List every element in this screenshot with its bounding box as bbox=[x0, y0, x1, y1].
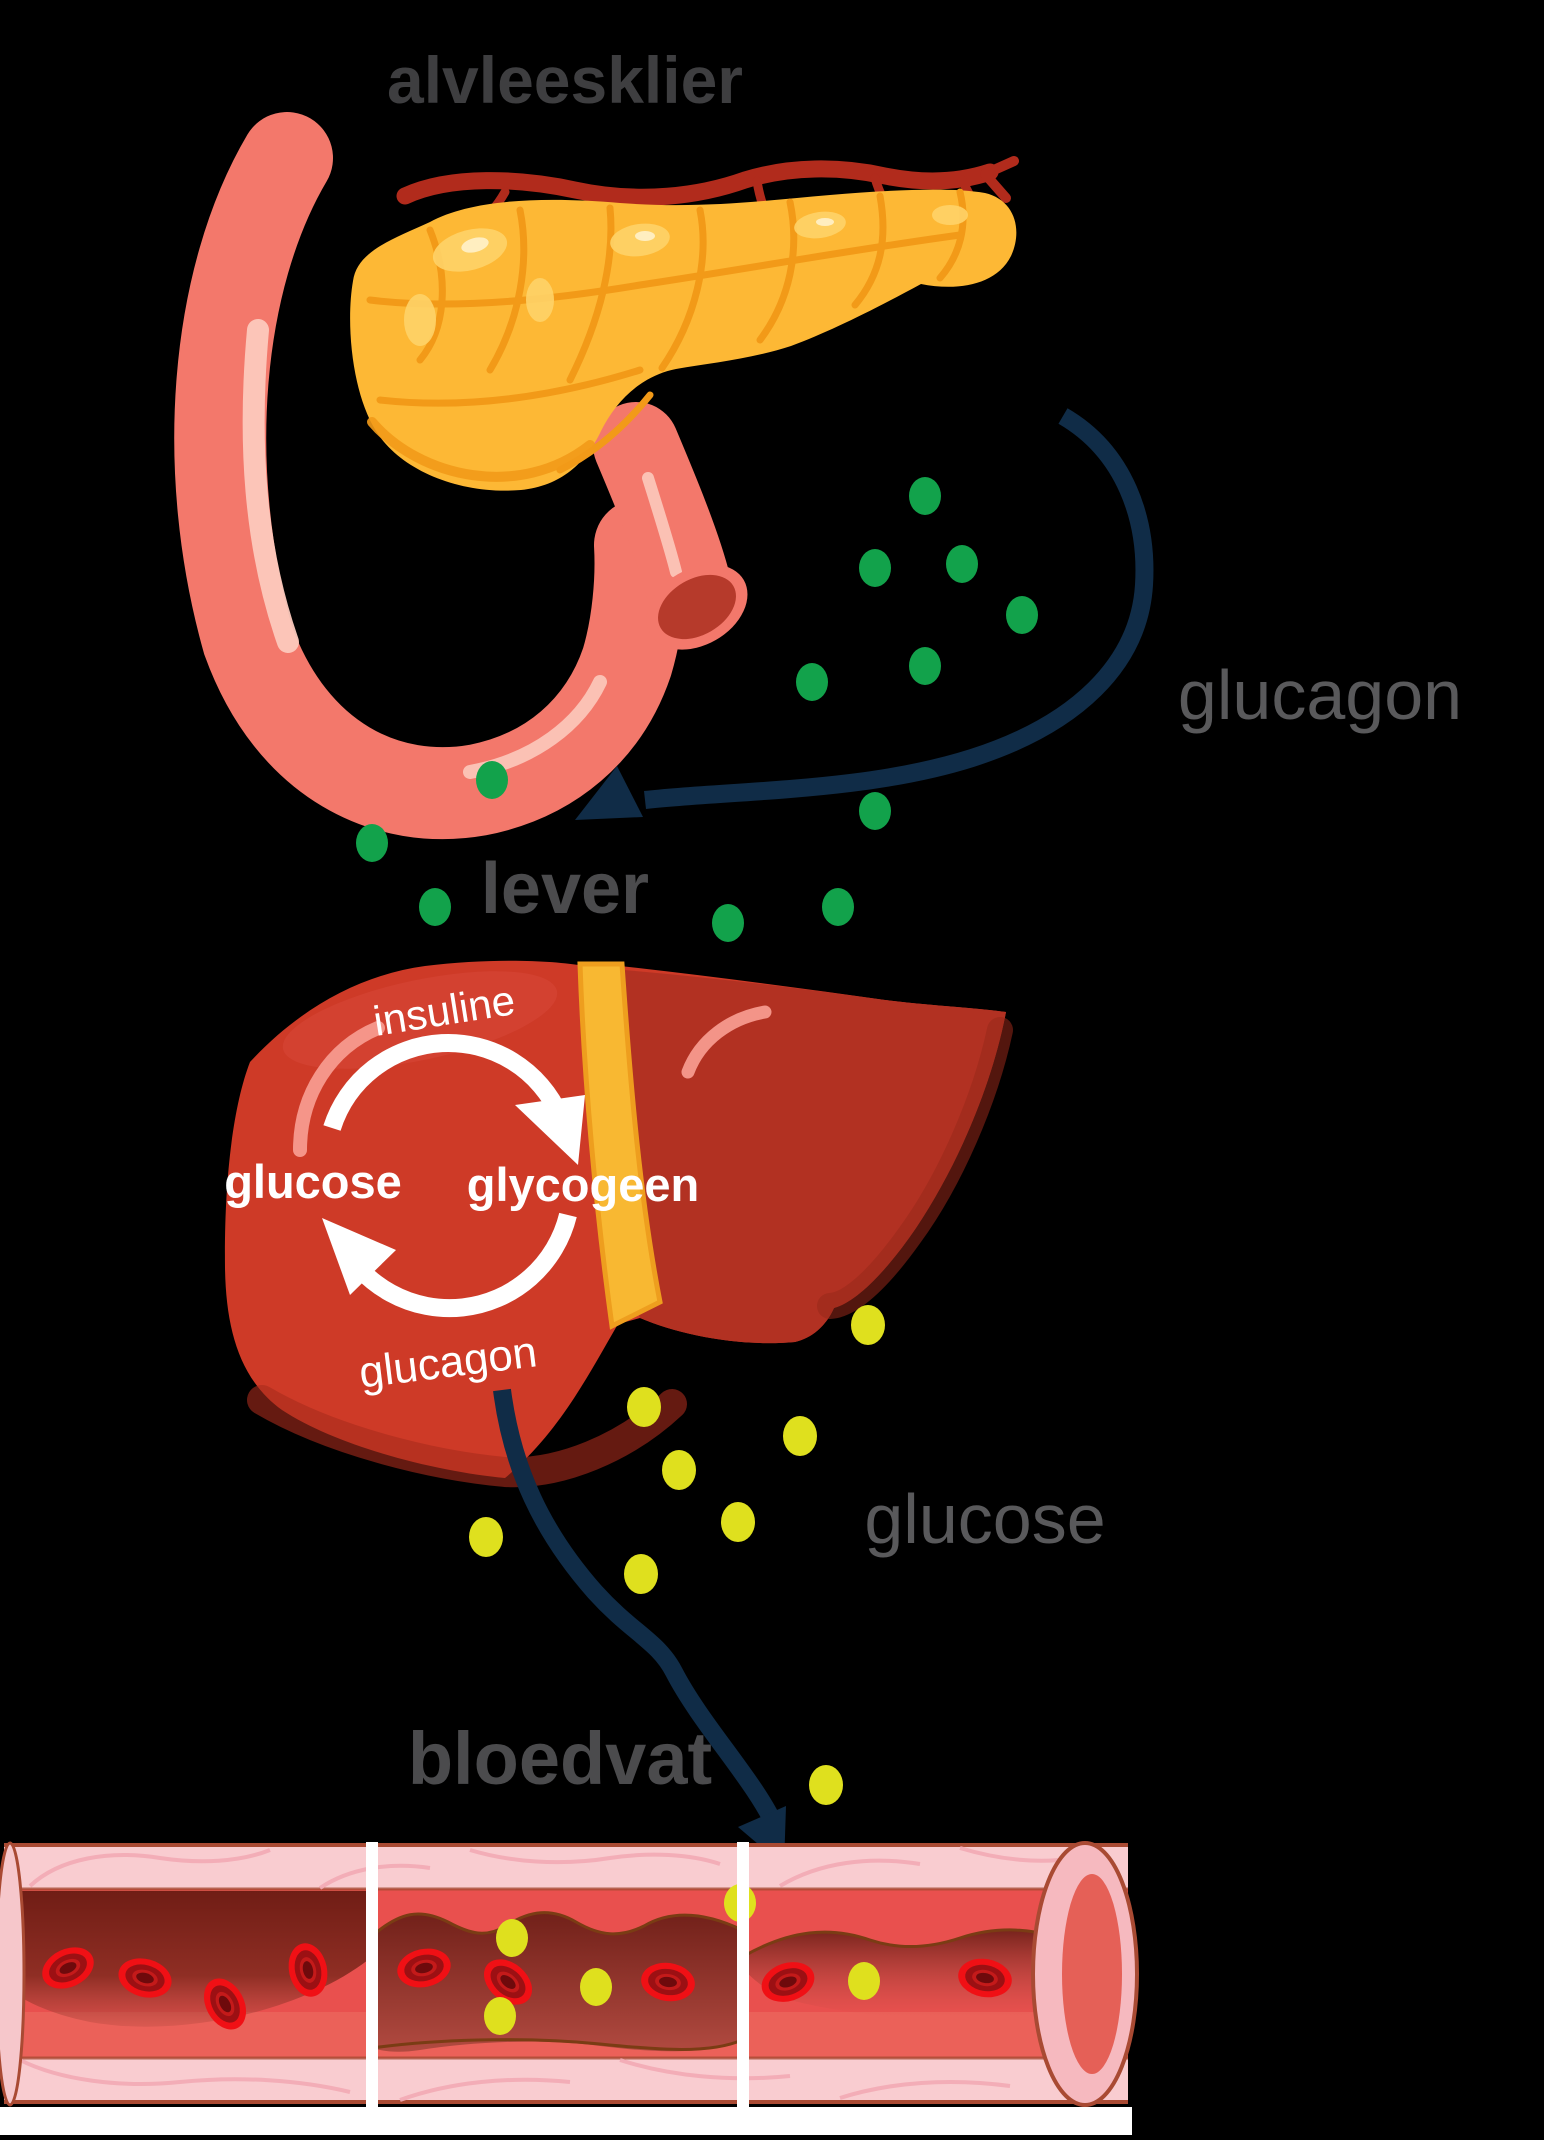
glucagon-molecule-dot bbox=[859, 792, 891, 830]
liver-illustration: insuline glucose glycogeen glucagon bbox=[224, 960, 1013, 1488]
glucose-molecule-dot bbox=[496, 1919, 528, 1957]
red-blood-cell bbox=[483, 1959, 533, 2005]
glucagon-arrow bbox=[575, 408, 1154, 820]
glucagon-molecule-dot bbox=[859, 549, 891, 587]
pancreas-illustration bbox=[174, 112, 1019, 840]
glucagon-molecule-dot bbox=[796, 663, 828, 701]
pancreas-bright-highlights bbox=[461, 218, 834, 253]
red-blood-cell bbox=[288, 1943, 328, 1997]
pancreas-title-label: alvleesklier bbox=[387, 43, 743, 117]
cycle-glucose-label: glucose bbox=[224, 1155, 402, 1208]
glucagon-molecule-dot bbox=[712, 904, 744, 942]
vessel-end-cap bbox=[1031, 1841, 1139, 2107]
glucose-molecule-dot bbox=[484, 1997, 516, 2035]
glucagon-molecule-dot bbox=[946, 545, 978, 583]
glucose-molecule-dot bbox=[469, 1517, 503, 1557]
glucose-molecule-dot bbox=[662, 1450, 696, 1490]
vessel-wall-top bbox=[4, 1843, 1128, 1889]
duodenum-opening bbox=[646, 564, 748, 650]
glucagon-molecule-dot bbox=[356, 824, 388, 862]
red-blood-cells bbox=[42, 1943, 1012, 2030]
pancreas-highlights bbox=[404, 205, 968, 346]
cycle-glycogeen-label: glycogeen bbox=[467, 1158, 699, 1211]
glucagon-molecule-dot bbox=[909, 647, 941, 685]
vessel-separator-2 bbox=[737, 1842, 749, 2108]
glucagon-molecule-dot bbox=[909, 477, 941, 515]
glucose-molecule-dot bbox=[809, 1765, 843, 1805]
red-blood-cell bbox=[118, 1958, 172, 1998]
glucose-molecules bbox=[469, 1305, 885, 1805]
red-blood-cell bbox=[42, 1947, 94, 1989]
glucose-molecule-dot bbox=[627, 1387, 661, 1427]
lever-label: lever bbox=[481, 849, 649, 929]
liver-right-lobe bbox=[600, 968, 1006, 1344]
vessel-left-rim bbox=[0, 1841, 26, 2107]
glucose-molecule-dot bbox=[783, 1416, 817, 1456]
glucagon-molecules bbox=[356, 477, 1038, 942]
red-blood-cell bbox=[203, 1978, 247, 2030]
glucose-label: glucose bbox=[864, 1480, 1105, 1558]
glucagon-molecule-dot bbox=[419, 888, 451, 926]
red-blood-cell bbox=[397, 1948, 451, 1988]
red-blood-cell bbox=[958, 1958, 1012, 1998]
cycle-arrow-top bbox=[323, 1033, 569, 1131]
glucose-molecule-dot bbox=[851, 1305, 885, 1345]
cycle-arrowhead-right bbox=[515, 1095, 585, 1165]
glucagon-molecule-dot bbox=[1006, 596, 1038, 634]
vessel-separator-1 bbox=[366, 1842, 378, 2108]
bloedvat-label: bloedvat bbox=[408, 1717, 712, 1800]
glucagon-molecule-dot bbox=[476, 761, 508, 799]
glucose-molecule-dot bbox=[721, 1502, 755, 1542]
bottom-white-strip bbox=[0, 2107, 1132, 2135]
blood-vessel bbox=[0, 1841, 1139, 2108]
glucagon-label: glucagon bbox=[1178, 656, 1462, 734]
glucose-molecule-dot bbox=[580, 1968, 612, 2006]
liver-bile-band bbox=[577, 961, 663, 1330]
pancreas-body bbox=[350, 188, 1017, 491]
red-blood-cell bbox=[641, 1962, 695, 2002]
glucagon-arrowhead bbox=[575, 766, 643, 820]
glucagon-molecule-dot bbox=[822, 888, 854, 926]
glucose-molecule-dot bbox=[624, 1554, 658, 1594]
glucose-molecule-dot bbox=[848, 1962, 880, 2000]
red-blood-cell bbox=[761, 1962, 815, 2002]
cycle-arrowhead-left bbox=[322, 1218, 396, 1295]
